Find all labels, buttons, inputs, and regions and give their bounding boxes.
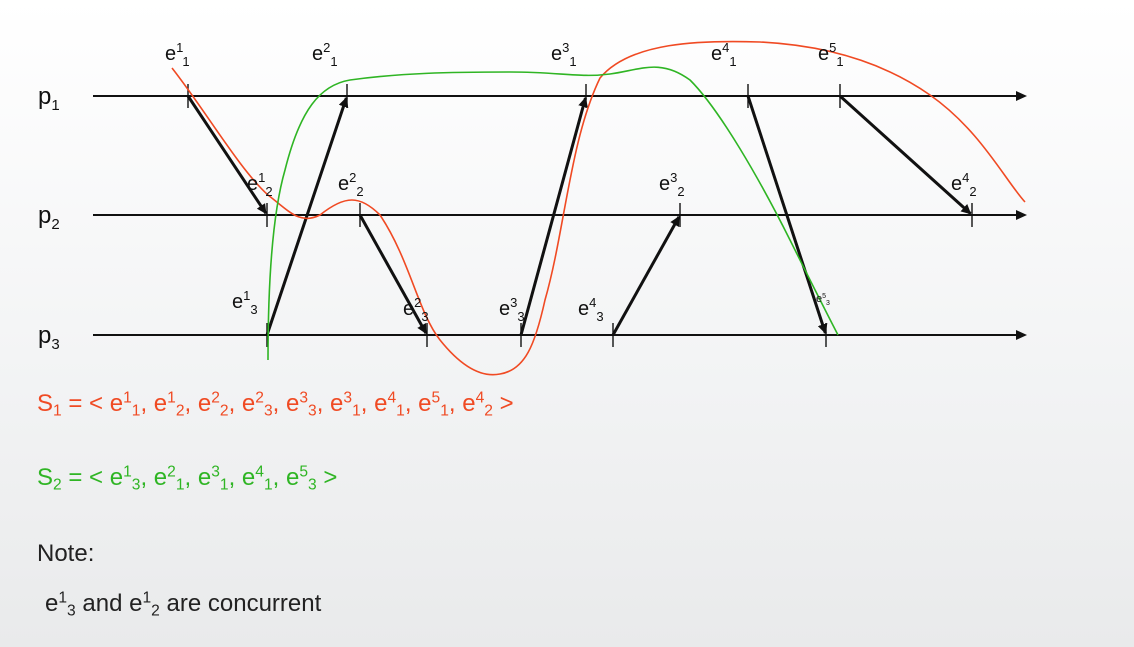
event-label-e5-3: e53	[816, 293, 830, 307]
event-label-e1-3: e13	[232, 288, 258, 317]
message-arrow-e5-1-to-e4-2	[838, 94, 972, 215]
sequence-s2: S2 = < e13, e21, e31, e41, e53 >	[37, 463, 338, 494]
event-label-e5-1: e51	[818, 40, 844, 69]
event-labels: e11 e21 e31 e41 e51 e12 e22 e32 e42 e13 e23 e33 e43 e…	[165, 40, 977, 324]
message-arrow-e3-3-to-e3-1	[519, 96, 588, 336]
message-arrow-e4-1-to-e5-3	[746, 95, 828, 335]
note-title: Note:	[37, 540, 95, 567]
event-label-e4-1: e41	[711, 40, 737, 69]
process-arrowhead-p3	[1016, 330, 1027, 340]
process-lines	[93, 91, 1027, 340]
sequence-curve-s2	[267, 66, 839, 361]
note-text: e13 and e12 are concurrent	[45, 589, 322, 620]
event-label-e4-3: e43	[578, 295, 604, 324]
process-label-p1: p1	[38, 83, 60, 114]
event-label-e1-2: e12	[247, 170, 273, 199]
process-label-p3: p3	[38, 322, 60, 353]
sequence-curve-s1	[171, 40, 1026, 376]
process-labels: p1 p2 p3	[38, 83, 60, 353]
process-arrowhead-p2	[1016, 210, 1027, 220]
message-arrows	[186, 94, 972, 336]
process-label-p2: p2	[38, 202, 60, 233]
event-label-e3-2: e32	[659, 170, 685, 199]
message-arrow-e1-1-to-e1-2	[186, 95, 268, 215]
event-label-e4-2: e42	[951, 170, 977, 199]
sequence-s1: S1 = < e11, e12, e22, e23, e33, e31, e41…	[37, 389, 514, 420]
message-arrow-e2-2-to-e2-3	[358, 214, 428, 335]
event-label-e1-1: e11	[165, 40, 190, 69]
event-label-e3-1: e31	[551, 40, 577, 69]
event-label-e2-1: e21	[312, 40, 338, 69]
process-arrowhead-p1	[1016, 91, 1027, 101]
event-label-e2-2: e22	[338, 170, 364, 199]
message-arrow-e4-3-to-e3-2	[611, 215, 681, 336]
event-ticks	[187, 84, 973, 347]
message-arrow-e1-3-to-e2-1	[265, 96, 349, 336]
event-label-e2-3: e23	[403, 295, 429, 324]
event-label-e3-3: e33	[499, 295, 525, 324]
